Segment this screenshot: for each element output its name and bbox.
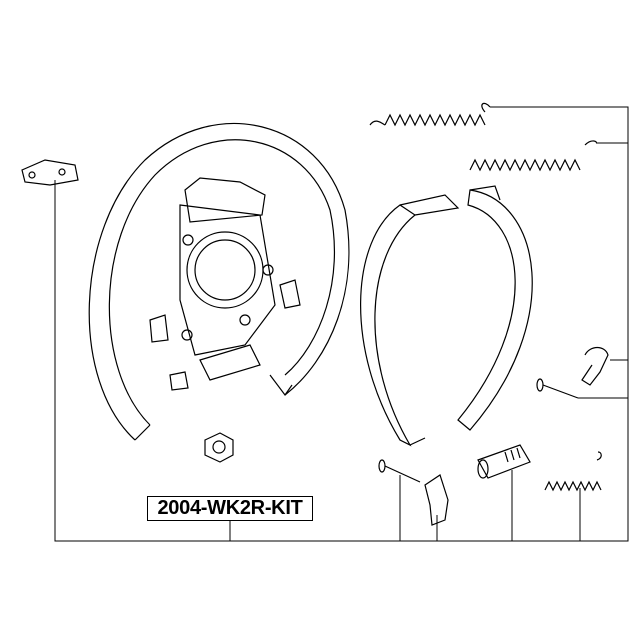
upper-spring-1 bbox=[369, 102, 491, 127]
lower-spring bbox=[544, 451, 602, 492]
retainer-clip-bottom bbox=[424, 474, 449, 526]
hold-down-pin-bottom bbox=[378, 459, 421, 483]
nut bbox=[204, 432, 234, 463]
hold-down-pin-right bbox=[536, 378, 579, 399]
retainer-clip-right bbox=[581, 346, 609, 386]
part-number-label: 2004-WK2R-KIT bbox=[147, 496, 313, 521]
brake-shoe-front bbox=[360, 194, 460, 447]
adjuster-assembly bbox=[477, 444, 531, 479]
leader-lines bbox=[54, 106, 629, 542]
adjuster-lever bbox=[21, 159, 79, 186]
brake-shoe-rear bbox=[457, 185, 533, 431]
backing-plate bbox=[88, 122, 350, 441]
upper-spring-2 bbox=[469, 140, 597, 172]
